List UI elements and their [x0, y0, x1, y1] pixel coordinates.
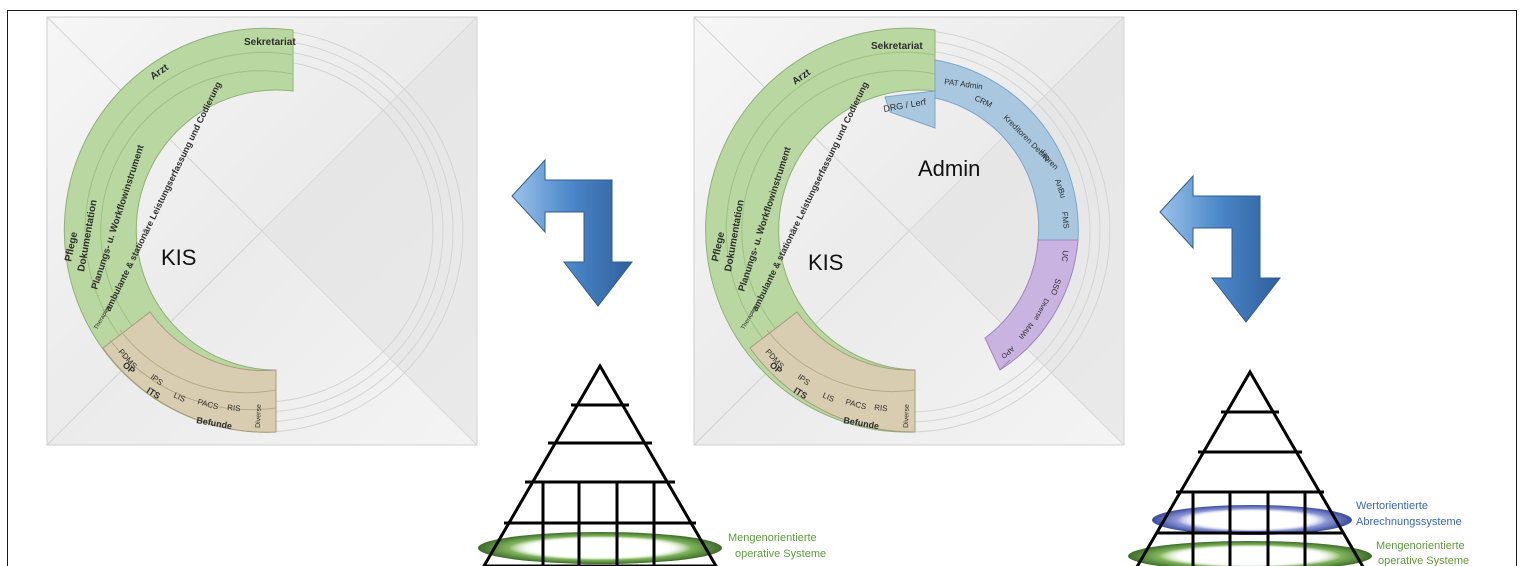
left-center-label: KIS	[161, 245, 196, 270]
right-center-label: KIS	[808, 250, 843, 275]
right-label-diverse: Diverse	[903, 404, 911, 428]
right-arrow-icon	[1159, 174, 1282, 323]
right-pyramid-green-label-line-1: Mengenorientierte	[1376, 540, 1465, 552]
left-pyramid-outline	[482, 363, 718, 566]
right-label-ris: RIS	[874, 403, 888, 413]
right-diagram: Sekretariat Arzt Pflege Dokumentation Pl…	[693, 16, 1125, 446]
left-arrow-icon	[511, 158, 634, 307]
right-pyramid-green-label-line-2: operative Systeme	[1378, 555, 1469, 566]
left-tan-ring	[102, 311, 277, 433]
right-label-sekretariat: Sekretariat	[871, 41, 923, 52]
left-label-ris: RIS	[227, 403, 241, 413]
right-purple-ring-end	[999, 359, 1011, 371]
left-label-diverse: Diverse	[255, 404, 263, 428]
left-label-sekretariat: Sekretariat	[244, 37, 296, 48]
right-pyramid: Wertorientierte Abrechnungssysteme Menge…	[1128, 369, 1469, 566]
right-blue-drg-segment	[884, 90, 936, 129]
figure-frame	[7, 10, 1517, 566]
right-pyramid-green-ring	[1128, 541, 1372, 566]
right-tan-ring-divider	[766, 329, 916, 393]
right-guide-rings	[908, 29, 1111, 433]
left-diagram: Sekretariat Arzt Pflege Dokumentation Pl…	[46, 16, 478, 446]
left-panel-shade	[262, 17, 477, 445]
right-panel-shade	[909, 17, 1124, 445]
left-pyramid: Mengenorientierte operative Systeme	[478, 363, 826, 566]
left-pyramid-label-line-1: Mengenorientierte	[728, 532, 817, 544]
right-admin-label: Admin	[918, 156, 980, 181]
left-tan-ring-divider-2	[109, 339, 277, 411]
right-pyramid-blue-label-line-1: Wertorientierte	[1356, 500, 1428, 512]
right-label-fms: FMS	[1060, 211, 1071, 229]
left-pyramid-label-line-2: operative Systeme	[735, 548, 826, 560]
left-pyramid-green-ring	[478, 532, 722, 564]
right-green-ring	[705, 27, 936, 433]
right-pyramid-outline	[1135, 369, 1365, 566]
right-tan-ring	[749, 311, 916, 433]
right-pyramid-blue-ring	[1152, 505, 1352, 535]
right-label-uc: UC	[1060, 250, 1070, 263]
right-pyramid-blue-label-line-2: Abrechnungssysteme	[1356, 516, 1462, 528]
left-guide-rings	[261, 29, 464, 433]
left-tan-ring-divider	[119, 329, 277, 394]
